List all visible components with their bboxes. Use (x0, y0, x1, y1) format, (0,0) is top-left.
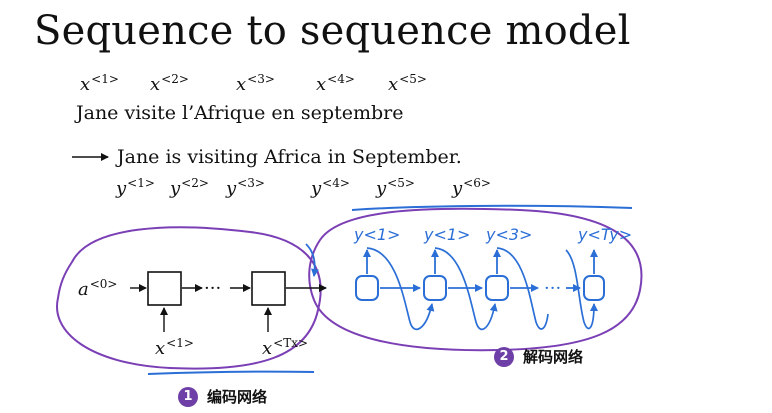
decoder-entry-stroke (305, 243, 319, 277)
decoder-cell-1 (355, 275, 379, 301)
decoder-ellipsis: ··· (544, 278, 561, 299)
target-sentence: Jane is visiting Africa in September. (117, 146, 462, 168)
decoder-output-label-last: y<Ty> (577, 225, 632, 244)
encoder-ellipsis: ··· (204, 278, 221, 299)
input-label-3: x<3> (236, 72, 275, 95)
decoder-feedback-1 (366, 247, 435, 331)
input-label-4: x<4> (316, 72, 355, 95)
encoder-input-first: x<1> (155, 336, 194, 359)
decoder-cell-3 (485, 275, 509, 301)
source-sentence: Jane visite l’Afrique en septembre (76, 102, 404, 124)
decoder-cell-2 (423, 275, 447, 301)
decoder-number-badge: 2 (494, 346, 514, 367)
encoder-annotation-label: 编码网络 (207, 388, 268, 406)
input-label-1: x<1> (80, 72, 119, 95)
output-label-3: y<3> (226, 176, 265, 199)
decoder-cell-last (583, 275, 605, 301)
output-label-1: y<1> (116, 176, 155, 199)
encoder-input-last: x<Tx> (262, 336, 309, 359)
input-label-5: x<5> (388, 72, 427, 95)
output-label-6: y<6> (452, 176, 491, 199)
decoder-ellipse (308, 207, 643, 352)
encoder-ellipse (56, 226, 322, 370)
encoder-underline (147, 370, 315, 375)
encoder-annotation: 1 编码网络 (178, 386, 267, 407)
input-label-2: x<2> (150, 72, 189, 95)
decoder-output-label-1: y<1> (353, 225, 400, 244)
encoder-cell-first (147, 271, 182, 306)
decoder-feedback-3 (496, 247, 549, 330)
slide-title: Sequence to sequence model (34, 8, 631, 54)
encoder-cell-last (251, 271, 286, 306)
decoder-feedback-2 (434, 247, 498, 331)
output-label-5: y<5> (376, 176, 415, 199)
decoder-output-label-3: y<3> (485, 225, 532, 244)
encoder-number-badge: 1 (178, 386, 198, 407)
decoder-overline (351, 204, 633, 211)
decoder-annotation-label: 解码网络 (523, 348, 584, 366)
decoder-annotation: 2 解码网络 (494, 346, 583, 367)
output-label-4: y<4> (311, 176, 350, 199)
output-label-2: y<2> (170, 176, 209, 199)
encoder-initial-state: a<0> (78, 277, 118, 300)
decoder-output-label-2: y<1> (423, 225, 470, 244)
decoder-feedback-last (565, 249, 598, 330)
